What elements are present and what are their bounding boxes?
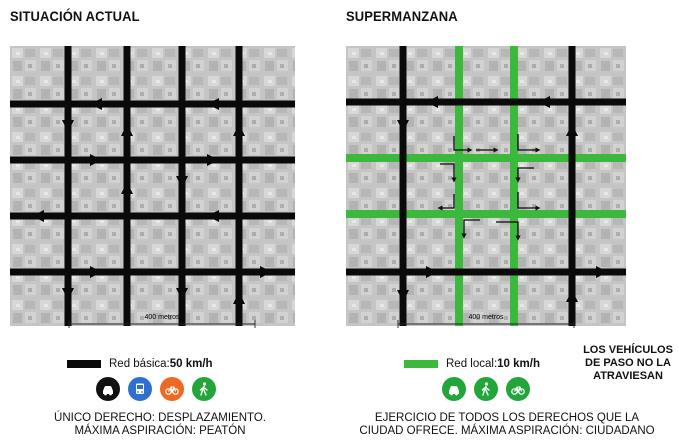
turn-arrow-icon: [517, 134, 541, 153]
arrow-south-icon: [176, 176, 188, 188]
arrow-south-icon: [62, 120, 74, 132]
arrow-west-icon: [207, 98, 219, 110]
arrow-east-icon: [260, 266, 272, 278]
caption-line: EJERCICIO DE TODOS LOS DERECHOS QUE LA: [374, 412, 640, 424]
turn-arrow-icon: [517, 192, 541, 211]
aerial-city-background: [346, 46, 626, 326]
caption-line: MÁXIMA ASPIRACIÓN: PEATÓN: [74, 425, 246, 437]
transport-modes-current: [96, 377, 224, 401]
arrow-west-icon: [207, 210, 219, 222]
scale-bar-current: 400 metros: [68, 314, 256, 328]
turn-arrow-icon: [453, 136, 473, 153]
aerial-city-background: [10, 46, 295, 326]
caption-line: CIUDAD OFRECE. MÁXIMA ASPIRACIÓN: CIUDAD…: [359, 425, 655, 437]
map-current-situation: [10, 46, 295, 326]
arrow-west-icon: [426, 96, 438, 108]
bicycle-icon: [160, 377, 184, 401]
arrow-east-icon: [426, 266, 438, 278]
map-superblock: [346, 46, 626, 326]
scale-label: 400 metros: [144, 314, 180, 321]
caption-superblock: EJERCICIO DE TODOS LOS DERECHOS QUE LA C…: [342, 412, 672, 438]
turn-arrow-icon: [440, 163, 457, 183]
legend-label: Red básica:: [109, 358, 170, 370]
note-line: DE PASO NO LA: [585, 357, 671, 369]
arrow-east-icon: [596, 266, 608, 278]
note-through-traffic: LOS VEHÍCULOS DE PASO NO LA ATRAVIESAN: [578, 344, 678, 383]
legend-swatch-green: [404, 360, 438, 368]
bus-icon: [128, 377, 152, 401]
car-icon: [96, 377, 120, 401]
loop-turn-arrows: [437, 134, 541, 241]
arrow-north-icon: [566, 124, 578, 136]
arrow-west-icon: [538, 96, 550, 108]
arrow-east-icon: [90, 154, 102, 166]
local-road-network: [346, 46, 626, 326]
arrow-south-icon: [176, 288, 188, 300]
arrow-east-icon: [207, 154, 219, 166]
arrow-north-icon: [121, 124, 133, 136]
turn-arrow-icon: [515, 167, 534, 183]
basic-road-network: [346, 46, 626, 326]
bicycle-icon: [506, 377, 530, 401]
arrow-east-icon: [90, 266, 102, 278]
note-line: LOS VEHÍCULOS: [583, 344, 673, 356]
arrow-north-icon: [121, 182, 133, 194]
legend-label: Red local:: [446, 358, 498, 370]
legend-speed: 50 km/h: [169, 358, 213, 370]
panel-title-current: SITUACIÓN ACTUAL: [10, 8, 140, 25]
turn-arrow-icon: [461, 219, 480, 239]
legend-swatch-black: [67, 360, 101, 368]
pedestrian-icon: [474, 377, 498, 401]
turn-arrow-icon: [496, 221, 521, 241]
arrow-north-icon: [233, 124, 245, 136]
scale-bar-superblock: 400 metros: [397, 314, 575, 328]
traffic-direction-arrows: [32, 98, 272, 304]
panel-title-superblock: SUPERMANZANA: [346, 8, 458, 25]
turn-arrow-icon: [437, 194, 455, 211]
caption-current: ÚNICO DERECHO: DESPLAZAMIENTO. MÁXIMA AS…: [40, 412, 280, 438]
arrow-west-icon: [90, 98, 102, 110]
scale-label: 400 metros: [468, 314, 504, 321]
arrow-south-icon: [62, 288, 74, 300]
legend-basic-network: Red básica: 50 km/h: [67, 358, 213, 370]
arrow-north-icon: [566, 290, 578, 302]
legend-speed: 10 km/h: [497, 358, 540, 370]
note-line: ATRAVIESAN: [593, 370, 663, 382]
arrow-south-icon: [397, 120, 409, 132]
arrow-south-icon: [397, 290, 409, 302]
transport-modes-superblock: [442, 377, 538, 401]
traffic-direction-arrows: [397, 96, 608, 302]
caption-line: ÚNICO DERECHO: DESPLAZAMIENTO.: [54, 412, 266, 424]
legend-local-network: Red local: 10 km/h: [404, 358, 540, 370]
car-icon: [442, 377, 466, 401]
pedestrian-icon: [192, 377, 216, 401]
arrow-west-icon: [32, 210, 44, 222]
arrow-north-icon: [233, 292, 245, 304]
